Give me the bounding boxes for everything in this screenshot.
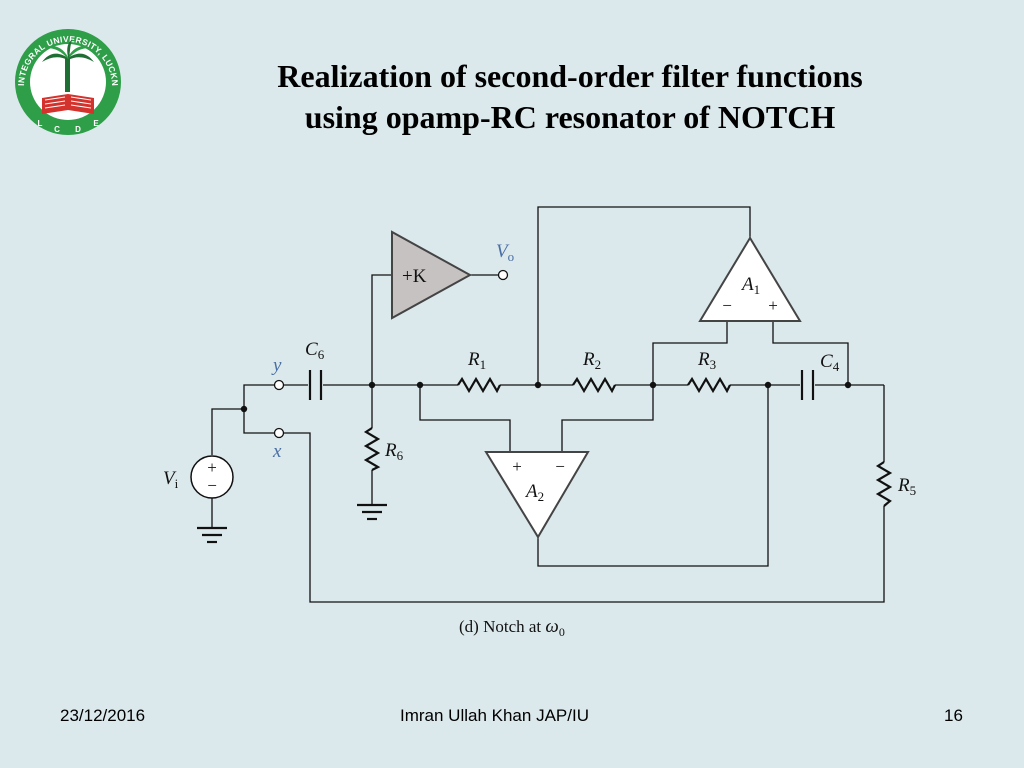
label-r1: R1 [467,349,486,372]
page-title: Realization of second-order filter funct… [140,56,1000,138]
source-minus: − [207,476,217,495]
junction-dots [240,381,852,413]
resistor-r3 [687,376,731,394]
capacitor-c4 [800,370,815,400]
opamp-a2-minus: − [555,457,565,476]
ground-icon [197,526,227,544]
label-node-y: y [271,355,282,376]
footer-page-number: 16 [944,706,963,725]
opamp-a1-label: A1 [740,274,760,297]
resistor-r6 [363,427,381,471]
gain-amplifier [391,230,473,320]
label-node-x: x [272,441,282,462]
label-r6: R6 [384,440,404,463]
university-logo: INTEGRAL UNIVERSITY, LUCKNOW L C D E [12,24,121,135]
title-line-2: using opamp-RC resonator of NOTCH [304,99,836,135]
opamp-a2-label: A2 [524,481,544,504]
label-vi: Vi [163,468,179,491]
label-vo: Vo [496,241,514,264]
label-r2: R2 [582,349,601,372]
label-c6: C6 [305,339,325,362]
gain-amp-label: +K [402,266,427,287]
opamp-a1 [698,236,802,322]
title-line-1: Realization of second-order filter funct… [277,58,863,94]
terminal-x [273,427,285,439]
palm-tree-icon [42,40,94,92]
footer-date: 23/12/2016 [60,706,146,725]
opamp-a1-plus: + [768,296,778,315]
open-book-icon [42,94,94,114]
resistor-r1 [457,376,501,394]
logo-letter-d: D [75,125,81,134]
opamp-a1-minus: − [722,296,732,315]
terminal-vo [497,269,509,281]
diagram-caption: (d) Notch at ω0 [459,616,565,639]
circuit-wires [211,206,885,603]
opamp-a2 [484,451,590,539]
capacitor-c6 [308,370,323,400]
terminal-y [273,379,285,391]
source-plus: + [207,458,217,477]
logo-letter-l: L [38,119,43,128]
voltage-source-icon [190,455,234,499]
ground-icon [357,503,387,521]
opamp-a2-plus: + [512,457,522,476]
resistor-r2 [572,376,616,394]
label-c4: C4 [820,351,840,374]
label-r3: R3 [697,349,716,372]
footer-author: Imran Ullah Khan JAP/IU [400,706,589,725]
logo-letter-e: E [93,119,99,128]
resistor-r5 [875,461,893,507]
logo-letter-c: C [54,125,60,134]
label-r5: R5 [897,475,916,498]
